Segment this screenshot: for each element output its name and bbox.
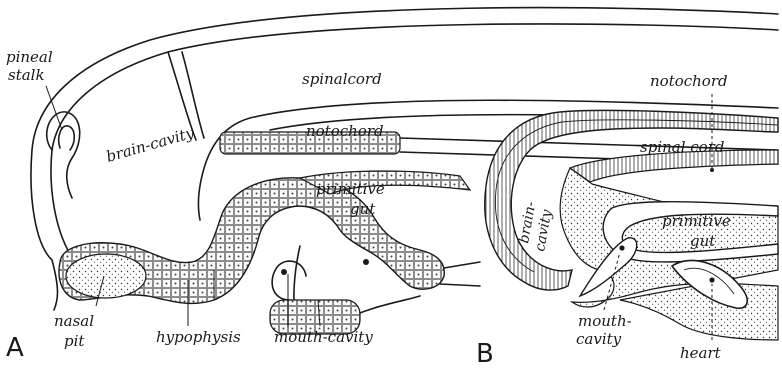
b-dot-notochord [710,168,714,172]
a-label-hypophysis: hypophysis [156,328,241,346]
a-panel-letter: A [6,333,24,363]
b-label-primitive: primitive [662,212,731,230]
a-label-pineal: pineal [6,48,53,66]
b-label-spinal-cord: spinal cord [640,138,724,156]
a-label-nasal: nasal [54,312,94,330]
a-label-mouth-cavity: mouth-cavity [274,328,373,346]
a-label-notochord: notochord [306,122,384,140]
a-label-pit: pit [64,332,85,350]
b-label-mouth: mouth- [578,312,632,330]
b-label-mouth-cavity: cavity [576,330,622,348]
a-label-stalk: stalk [8,66,45,84]
a-label-primitive: primitive [316,180,385,198]
b-label-heart: heart [680,344,722,362]
a-gut-tail [440,262,480,286]
b-dot-heart [709,277,714,282]
b-label-gut: gut [690,232,716,250]
a-nasal-pit-mass [66,254,146,298]
a-label-brain-cavity: brain-cavity [104,123,196,165]
a-dot-2 [363,259,369,265]
a-label-spinalcord: spinalcord [302,70,382,88]
a-pineal-stalk-inner [59,126,75,150]
b-panel-letter: B [476,339,494,369]
a-dot-1 [281,269,287,275]
panel-b: notochord spinal cord brain- cavity prim… [476,72,778,369]
a-label-gut: gut [350,200,376,218]
b-dot-mouth [619,245,624,250]
b-label-notochord: notochord [650,72,728,90]
